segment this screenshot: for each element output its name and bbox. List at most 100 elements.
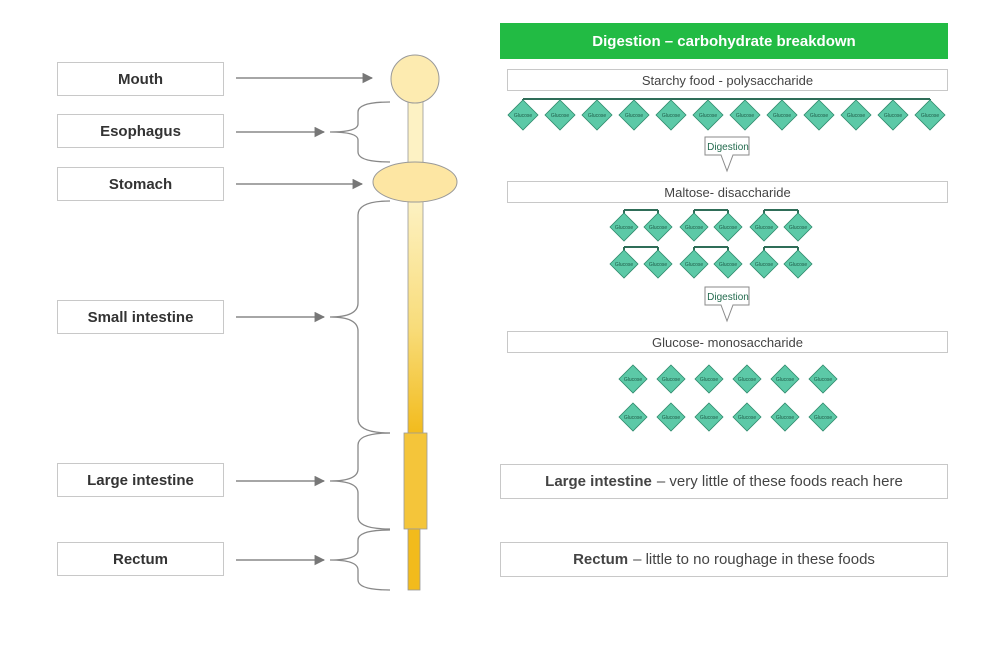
- glucose-label: Glucose: [615, 225, 634, 231]
- glucose-molecule-icon: Glucose: [679, 249, 709, 279]
- organ-label-text: Stomach: [108, 175, 173, 193]
- note-bold: Large intestine: [545, 473, 652, 490]
- stage-label: Starchy food - polysaccharide: [641, 72, 814, 88]
- glucose-label: Glucose: [810, 113, 829, 119]
- tract-rectum: [407, 528, 421, 591]
- glucose-label: Glucose: [662, 377, 681, 383]
- digestion-text: Digestion: [707, 141, 749, 153]
- glucose-molecule-icon: Glucose: [732, 364, 762, 394]
- glucose-label: Glucose: [685, 262, 704, 268]
- glucose-label: Glucose: [551, 113, 570, 119]
- header-title: Digestion – carbohydrate breakdown: [592, 32, 856, 50]
- glucose-molecule-icon: Glucose: [694, 402, 724, 432]
- digestion-label-1: Digestion: [705, 137, 751, 157]
- glucose-molecule-icon: Glucose: [618, 99, 650, 131]
- digestion-label-2: Digestion: [705, 287, 751, 307]
- glucose-molecule-icon: Glucose: [770, 364, 800, 394]
- tract-stomach: [372, 161, 458, 203]
- glucose-molecule-icon: Glucose: [618, 364, 648, 394]
- glucose-label: Glucose: [755, 262, 774, 268]
- glucose-molecule-icon: Glucose: [694, 364, 724, 394]
- glucose-molecule-icon: Glucose: [656, 364, 686, 394]
- glucose-label: Glucose: [789, 225, 808, 231]
- glucose-label: Glucose: [719, 262, 738, 268]
- glucose-molecule-icon: Glucose: [609, 212, 639, 242]
- glucose-molecule-icon: Glucose: [766, 99, 798, 131]
- glucose-label: Glucose: [685, 225, 704, 231]
- section-braces: [329, 101, 391, 591]
- stage-disaccharide: Maltose- disaccharide: [507, 181, 948, 203]
- glucose-molecule-icon: Glucose: [783, 212, 813, 242]
- organ-label-large-intestine: Large intestine: [57, 463, 224, 497]
- brace-small-intestine: [329, 200, 391, 434]
- stage-polysaccharide: Starchy food - polysaccharide: [507, 69, 948, 91]
- organ-label-rectum: Rectum: [57, 542, 224, 576]
- glucose-molecule-icon: Glucose: [770, 402, 800, 432]
- tract-mouth: [390, 54, 440, 104]
- glucose-molecule-icon: Glucose: [581, 99, 613, 131]
- glucose-molecule-icon: Glucose: [655, 99, 687, 131]
- glucose-molecule-icon: Glucose: [643, 249, 673, 279]
- glucose-molecule-icon: Glucose: [692, 99, 724, 131]
- pointer-arrows: [236, 72, 374, 566]
- organ-label-stomach: Stomach: [57, 167, 224, 201]
- glucose-label: Glucose: [649, 225, 668, 231]
- glucose-molecule-icon: Glucose: [544, 99, 576, 131]
- brace-esophagus: [329, 101, 391, 163]
- glucose-molecule-icon: Glucose: [914, 99, 946, 131]
- digestion-arrow-2: [704, 286, 750, 323]
- glucose-molecule-icon: Glucose: [713, 212, 743, 242]
- organ-label-text: Mouth: [118, 70, 163, 88]
- note-rectum: Rectum – little to no roughage in these …: [500, 542, 948, 577]
- glucose-label: Glucose: [789, 262, 808, 268]
- glucose-molecule-icon: Glucose: [618, 402, 648, 432]
- note-text: – very little of these foods reach here: [656, 473, 903, 490]
- glucose-molecule-icon: Glucose: [808, 402, 838, 432]
- glucose-label: Glucose: [625, 113, 644, 119]
- organ-label-esophagus: Esophagus: [57, 114, 224, 148]
- glucose-label: Glucose: [649, 262, 668, 268]
- glucose-molecule-icon: Glucose: [749, 212, 779, 242]
- glucose-molecule-icon: Glucose: [783, 249, 813, 279]
- glucose-label: Glucose: [776, 377, 795, 383]
- note-text: – little to no roughage in these foods: [633, 551, 875, 568]
- glucose-molecule-icon: Glucose: [507, 99, 539, 131]
- organ-label-text: Rectum: [112, 550, 168, 568]
- glucose-label: Glucose: [624, 415, 643, 421]
- note-bold: Rectum: [573, 551, 629, 568]
- tract-esophagus: [407, 99, 424, 169]
- stage-label: Glucose- monosaccharide: [651, 334, 804, 350]
- organ-label-text: Large intestine: [87, 471, 194, 489]
- glucose-label: Glucose: [615, 262, 634, 268]
- glucose-molecule-icon: Glucose: [808, 364, 838, 394]
- glucose-molecule-icon: Glucose: [643, 212, 673, 242]
- stage-monosaccharide: Glucose- monosaccharide: [507, 331, 948, 353]
- glucose-label: Glucose: [699, 113, 718, 119]
- glucose-label: Glucose: [624, 377, 643, 383]
- digestion-arrows: [704, 136, 750, 323]
- glucose-molecule-icon: Glucose: [877, 99, 909, 131]
- glucose-label: Glucose: [738, 415, 757, 421]
- stage-label: Maltose- disaccharide: [664, 184, 791, 200]
- glucose-label: Glucose: [814, 377, 833, 383]
- glucose-molecule-icon: Glucose: [749, 249, 779, 279]
- glucose-molecule-icon: Glucose: [803, 99, 835, 131]
- brace-rectum: [329, 529, 391, 591]
- glucose-label: Glucose: [514, 113, 533, 119]
- organ-label-text: Small intestine: [87, 308, 194, 326]
- glucose-molecule-icon: Glucose: [840, 99, 872, 131]
- glucose-label: Glucose: [776, 415, 795, 421]
- tract-small-intestine: [407, 197, 424, 435]
- brace-large-intestine: [329, 432, 391, 530]
- glucose-label: Glucose: [662, 415, 681, 421]
- glucose-label: Glucose: [773, 113, 792, 119]
- glucose-label: Glucose: [719, 225, 738, 231]
- organ-label-mouth: Mouth: [57, 62, 224, 96]
- glucose-molecule-icon: Glucose: [713, 249, 743, 279]
- glucose-label: Glucose: [588, 113, 607, 119]
- glucose-label: Glucose: [847, 113, 866, 119]
- glucose-label: Glucose: [884, 113, 903, 119]
- glucose-label: Glucose: [755, 225, 774, 231]
